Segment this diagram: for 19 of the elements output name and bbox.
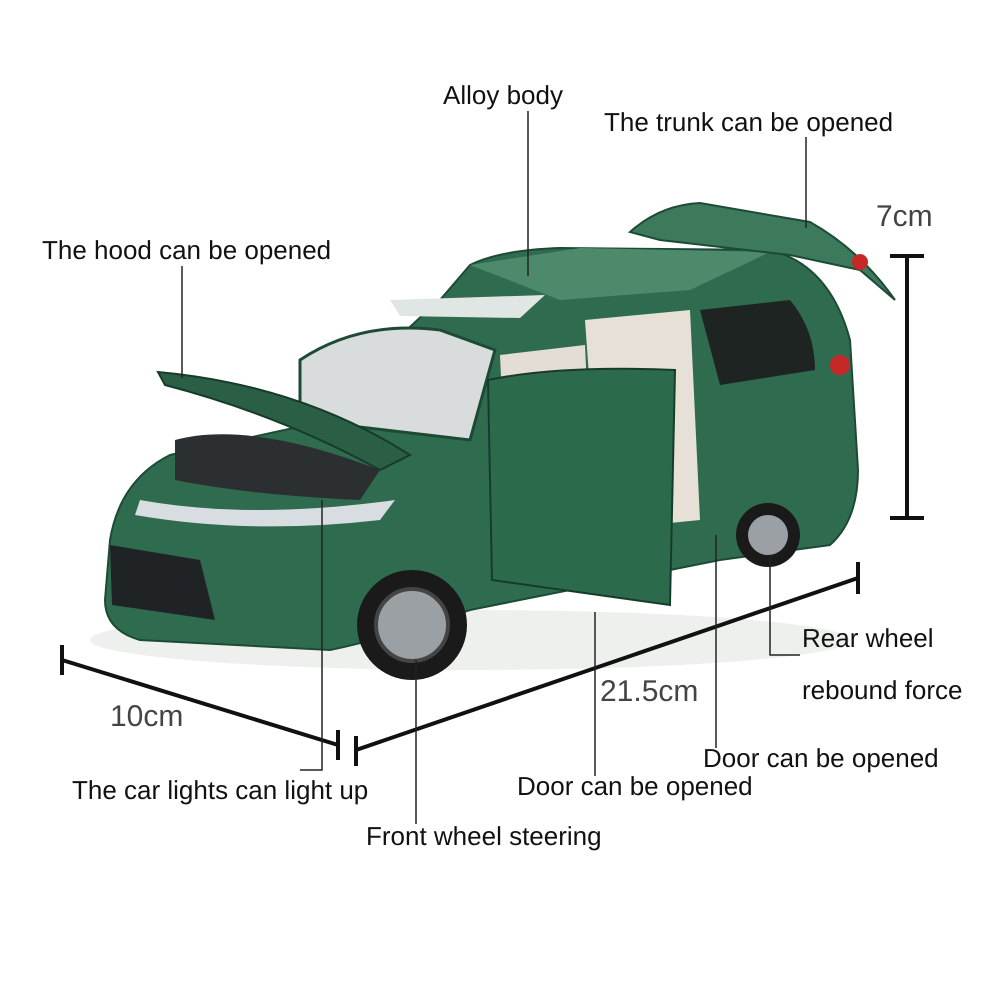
leader-line [181,266,183,378]
callout-text: Door can be opened [517,771,753,801]
callout-text: Alloy body [443,80,563,110]
callout-text: The hood can be opened [42,235,332,265]
leader-line [594,612,596,776]
callout-text: Door can be opened [703,743,939,773]
leader-line [715,535,717,748]
callout-text: Front wheel steering [366,821,602,851]
leader-line [527,111,529,276]
callout-text: The trunk can be opened [604,107,894,137]
callout-text: The car lights can light up [72,775,368,805]
leader-line [415,660,417,824]
dimension-label: 10cm [110,700,184,734]
dimension-label: 7cm [876,200,933,234]
dimension-label: 21.5cm [600,675,698,709]
leader-line [769,556,800,656]
leader-line [300,500,323,771]
callout-text: Rear wheel rebound force [802,612,994,716]
leader-line [805,137,807,228]
